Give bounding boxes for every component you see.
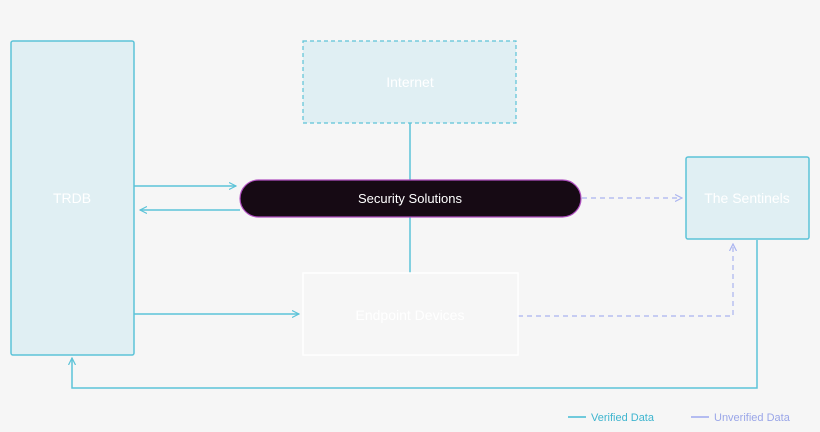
endpoint-devices-label: Endpoint Devices — [356, 307, 465, 323]
trdb-label: TRDB — [53, 190, 91, 206]
legend: Verified Data Unverified Data — [568, 412, 791, 424]
endpoint-to-sentinels-arrow — [518, 244, 733, 317]
sentinels-to-trdb-arrow — [72, 240, 758, 389]
internet-node — [302, 40, 517, 124]
internet-label: Internet — [386, 74, 434, 90]
endpoint-devices-node — [302, 272, 519, 356]
security-solutions-label: Security Solutions — [358, 191, 463, 206]
security-solutions-node — [239, 179, 582, 218]
trdb-node — [10, 40, 135, 356]
legend-unverified-label: Unverified Data — [714, 412, 791, 424]
sentinels-node — [685, 156, 810, 240]
legend-verified-label: Verified Data — [591, 412, 655, 424]
sentinels-label: The Sentinels — [704, 190, 790, 206]
